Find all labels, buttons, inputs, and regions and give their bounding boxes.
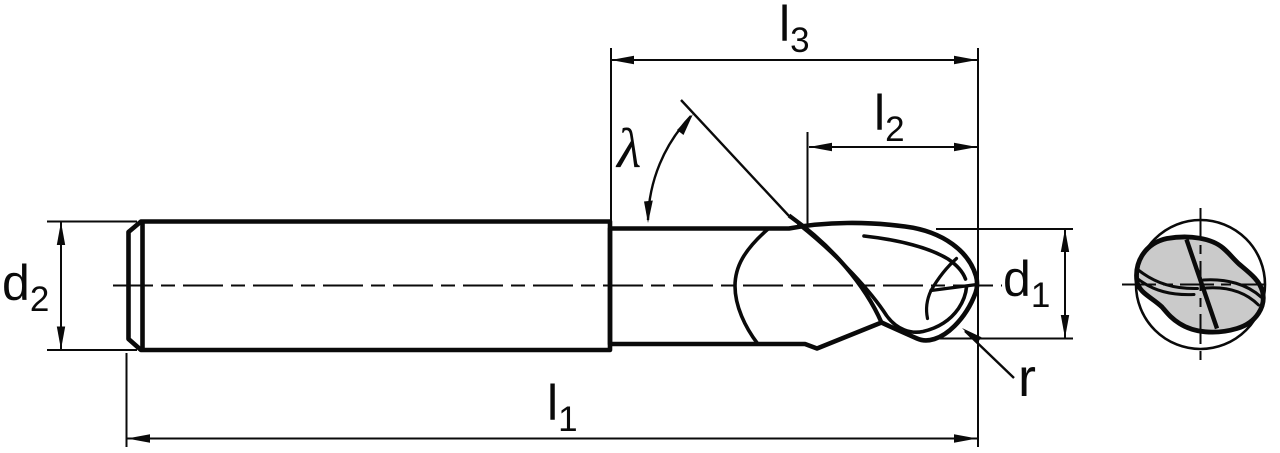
cutting-edge-outer	[787, 213, 884, 324]
arrowhead-l2-left	[809, 142, 832, 152]
label-radius: r	[1018, 348, 1036, 408]
tip-web-line-upper	[929, 256, 959, 293]
tip-web-line-vertical	[925, 288, 933, 321]
neck-and-ball-nose	[607, 220, 980, 351]
label-d1: d1	[1003, 251, 1050, 315]
arrowhead-angle-top	[677, 114, 693, 135]
label-lambda: λ	[615, 118, 641, 180]
arrowhead-l1-left	[127, 434, 150, 443]
label-l2: l2	[874, 85, 905, 149]
label-d2: d2	[2, 255, 49, 319]
arrowhead-d2-top	[56, 222, 66, 245]
arrowhead-d2-bottom	[56, 326, 66, 350]
upper-land-line	[862, 234, 968, 281]
arrowhead-l3-left	[611, 55, 634, 65]
side-view	[113, 213, 1002, 353]
arrowhead-l2-right	[954, 142, 977, 152]
dimensions: l3 l2 l1 d2 d1 λ r	[2, 0, 1073, 447]
arrowhead-l3-right	[954, 55, 977, 65]
arrowhead-d1-bottom	[1060, 315, 1070, 338]
arrowhead-angle-bottom	[644, 200, 653, 223]
helix-angle-line	[680, 99, 790, 217]
arrowhead-d1-top	[1060, 229, 1070, 252]
end-view-face-line-right-1	[1202, 278, 1263, 299]
end-view-face-line-left-2	[1136, 277, 1196, 297]
end-view	[1122, 208, 1267, 362]
arrowhead-radius	[962, 328, 982, 344]
label-l3: l3	[779, 0, 810, 60]
cutting-edge-land	[797, 222, 969, 334]
arrowhead-l1-right	[954, 434, 977, 443]
label-l1: l1	[547, 375, 578, 439]
end-view-face-line-right-2	[1204, 286, 1260, 307]
